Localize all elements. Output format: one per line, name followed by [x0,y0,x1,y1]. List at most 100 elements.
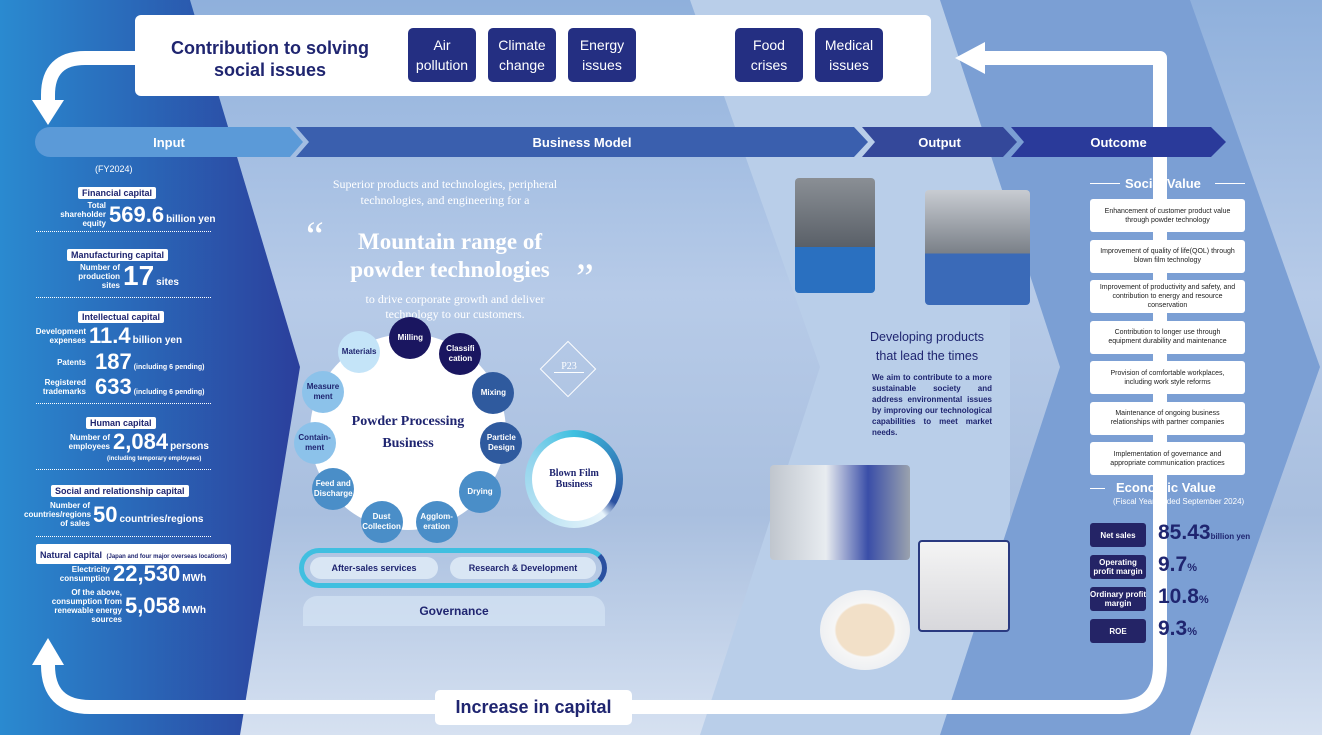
social-value-item: Enhancement of customer product value th… [1090,199,1245,232]
electricity-label: Electricity consumption [59,565,110,583]
process-node: Classifi cation [439,332,482,375]
economic-label: Net sales [1090,523,1146,547]
economic-unit: % [1187,626,1197,638]
social-value-item: Implementation of governance and appropr… [1090,442,1245,475]
renewable-value: 5,058 [125,593,181,618]
social-value-item: Improvement of quality of life(QOL) thro… [1090,239,1245,273]
social-value-item: Improvement of productivity and safety, … [1090,280,1245,313]
divider [36,403,211,404]
economic-value: 9.3% [1158,617,1197,641]
arrow-down-icon [32,100,64,125]
divider [36,469,211,470]
economic-unit: % [1187,562,1197,574]
economic-number: 85.43 [1158,521,1211,544]
measurement-device-image [918,540,1010,632]
quote-close-icon: ” [576,255,594,300]
equity-label: Total shareholder equity [60,201,106,228]
economic-number: 9.7 [1158,553,1188,576]
divider [36,297,211,298]
dev-label: Development expenses [35,327,86,345]
research-development: Research & Development [450,557,596,579]
economic-value: 85.43billion yen [1158,521,1250,545]
social-capital-title: Social and relationship capital [51,485,189,497]
employees-unit: persons [170,441,209,452]
trademarks-label: Registered trademarks [42,378,86,396]
header-output: Output [862,127,1017,157]
countries-label: Number of countries/regions of sales [24,501,92,528]
economic-label: Ordinary profit margin [1090,587,1146,611]
patents-value: 187 [95,349,132,374]
economic-unit: billion yen [1210,532,1251,541]
blown-film-machine-image [770,465,910,560]
divider [36,231,211,232]
increase-in-capital: Increase in capital [435,690,632,725]
renewable-label: Of the above, consumption from renewable… [51,588,122,624]
sites-value: 17 [123,260,155,291]
economic-number: 9.3 [1158,617,1188,640]
financial-capital-title: Financial capital [78,187,157,199]
economic-value: 10.8% [1158,585,1209,609]
dev-value: 11.4 [89,323,131,348]
issue-air-pollution: Air pollution [408,28,476,82]
countries-value: 50 [93,501,118,527]
economic-value-subtitle: (Fiscal Year Ended September 2024) [1113,497,1245,506]
process-node: Milling [389,317,432,360]
arrow-left-icon [955,42,985,74]
governance: Governance [303,596,605,626]
business-subline: to drive corporate growth and deliver te… [365,292,545,321]
business-intro: Superior products and technologies, peri… [332,177,558,207]
employees-label: Number of employees [68,433,110,451]
social-issues-title: Contribution to solving social issues [171,38,369,80]
arrow-up-icon [32,638,64,665]
issue-medical: Medical issues [815,28,883,82]
sites-unit: sites [156,277,179,288]
issue-food-crises: Food crises [735,28,803,82]
equity-unit: billion yen [166,213,216,225]
process-node: Contain- ment [293,421,336,464]
output-title: Developing products that lead the times [870,330,984,363]
classifier-machine-image [925,190,1030,305]
intellectual-capital-title: Intellectual capital [78,311,165,323]
headline-line2: powder technologies [350,257,550,282]
equity-value: 569.6 [109,201,165,227]
blown-film-business: Blown Film Business [532,437,616,521]
social-value-item: Contribution to longer use through equip… [1090,320,1245,354]
employees-value: 2,084 [113,429,169,454]
economic-value: 9.7% [1158,553,1197,577]
economic-unit: % [1198,594,1209,606]
issue-energy: Energy issues [568,28,636,82]
page-ref[interactable]: P23 [554,361,584,373]
process-node: Measure ment [302,370,344,413]
renewable-unit: MWh [182,605,206,616]
social-value-item: Provision of comfortable workplaces, inc… [1090,361,1245,394]
patents-label: Patents [57,357,86,367]
fiscal-year: (FY2024) [95,164,133,174]
trademarks-value: 633 [95,374,132,399]
mill-machine-image [795,178,875,293]
process-node: Feed and Discharge [312,468,355,510]
social-value-title: Social Value [1125,176,1201,191]
natural-capital-note: (Japan and four major overseas locations… [106,554,228,560]
electricity-unit: MWh [182,573,207,584]
quote-open-icon: “ [306,213,324,258]
issue-climate-change: Climate change [488,28,556,82]
header-outcome: Outcome [1011,127,1226,157]
after-sales-services: After-sales services [310,557,438,579]
headline-line1: Mountain range of [358,229,542,254]
divider [1215,183,1245,184]
economic-label: Operating profit margin [1090,555,1146,579]
process-node: Dust Collection [360,501,403,544]
electricity-value: 22,530 [113,561,181,586]
economic-value-title: Economic Value [1116,480,1216,495]
social-value-item: Maintenance of ongoing business relation… [1090,401,1245,435]
economic-number: 10.8 [1158,585,1199,608]
powder-business-title: Powder Processing Business [351,414,465,451]
manufacturing-capital-title: Manufacturing capital [67,249,169,261]
process-node: Particle Design [480,421,523,464]
sites-label: Number of production sites [78,262,120,290]
patents-note: (including 6 pending) [133,364,205,371]
divider [1090,488,1105,489]
process-node: Mixing [472,371,515,414]
dev-unit: billion yen [132,335,183,346]
